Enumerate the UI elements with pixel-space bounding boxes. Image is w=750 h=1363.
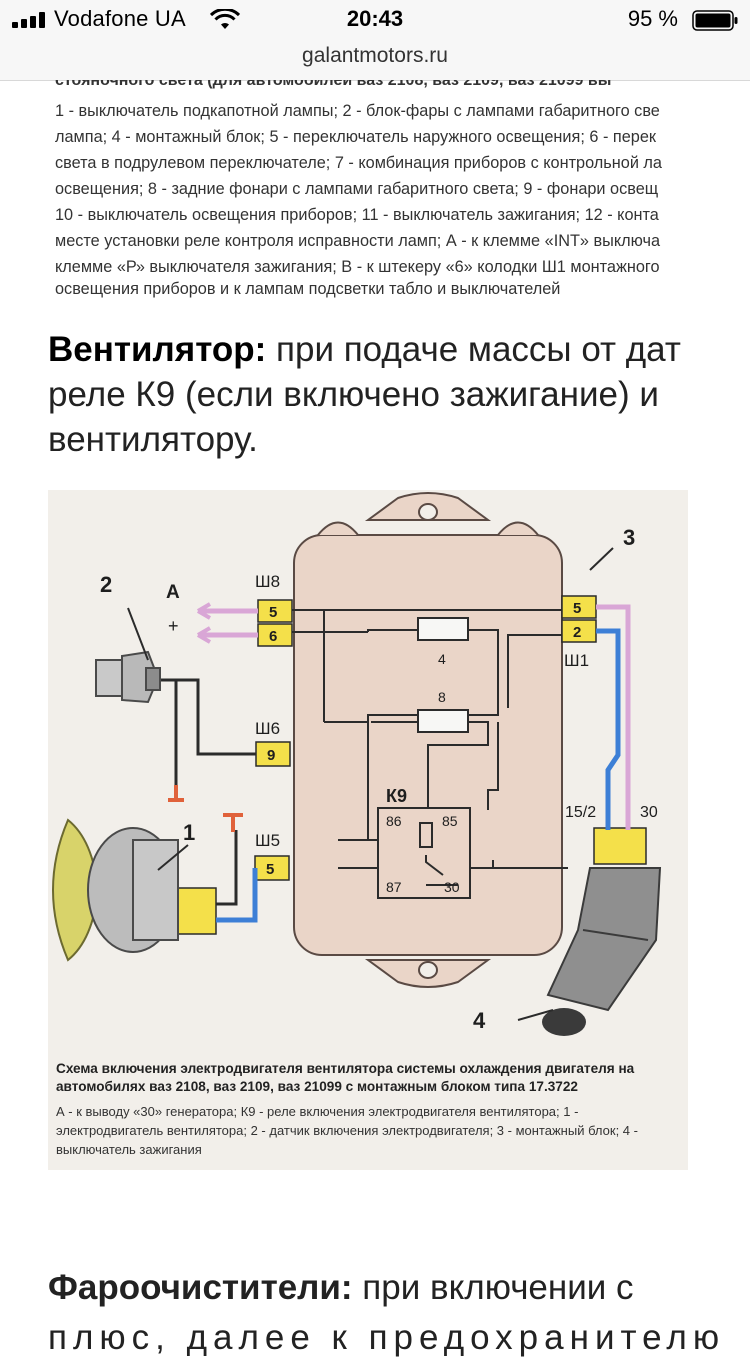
label-sh8-pin6: 6 xyxy=(269,628,277,645)
label-term-15-2: 15/2 xyxy=(565,804,596,821)
label-a: A xyxy=(166,582,180,603)
headlamp-cleaner-paragraph: Фароочистители: при включении с плюс, да… xyxy=(48,1263,750,1363)
label-sh8-pin5: 5 xyxy=(269,604,277,621)
label-sh1-pin2: 2 xyxy=(573,624,581,641)
label-term-30: 30 xyxy=(640,804,658,821)
carrier-name: Vodafone UA xyxy=(54,6,186,31)
headlamp-text-line: плюс, далее к предохранителю xyxy=(48,1318,726,1357)
address-bar[interactable]: galantmotors.ru xyxy=(0,40,750,81)
label-sh6-pin9: 9 xyxy=(267,747,275,764)
caption-line: освещения; 8 - задние фонари с лампами г… xyxy=(55,180,659,198)
mounting-block xyxy=(293,492,563,988)
external-wires xyxy=(158,604,631,923)
headlamp-text-line: при включении с xyxy=(352,1268,634,1307)
arrow-icon xyxy=(196,626,212,644)
label-plus: + xyxy=(168,616,179,636)
battery-percent: 95 % xyxy=(627,6,678,31)
caption-line: освещения приборов и к лампам подсветки … xyxy=(55,280,561,298)
label-sh1: Ш1 xyxy=(564,651,589,670)
label-sh1-pin5: 5 xyxy=(573,600,581,617)
fan-paragraph: Вентилятор: при подаче массы от дат реле… xyxy=(48,327,750,462)
connector-sh6-9 xyxy=(255,741,291,767)
label-block-number: 3 xyxy=(623,525,635,550)
caption-line: лампа; 4 - монтажный блок; 5 - переключа… xyxy=(55,128,656,146)
status-bar: Vodafone UA 20:43 95 % xyxy=(0,0,750,40)
fuse-4 xyxy=(417,617,469,641)
fan-text-line: реле К9 (если включено зажигание) и xyxy=(48,375,659,414)
temperature-sensor xyxy=(95,650,161,704)
label-relay-86: 86 xyxy=(386,813,402,829)
label-relay-30: 30 xyxy=(444,879,460,895)
connectors xyxy=(177,595,647,935)
label-sh8: Ш8 xyxy=(255,572,280,591)
caption-line: клемме «Р» выключателя зажигания; В - к … xyxy=(55,258,660,276)
label-switch-number: 4 xyxy=(473,1008,486,1033)
fan-motor xyxy=(52,818,179,962)
caption-line: света в подрулевом переключателе; 7 - ко… xyxy=(55,154,662,172)
caption-line: 10 - выключатель освещения приборов; 11 … xyxy=(55,206,659,224)
label-sh6: Ш6 xyxy=(255,719,280,738)
caption-line: месте установки реле контроля исправност… xyxy=(55,232,661,250)
fan-wiring-diagram: 3 2 1 4 A + Ш8 5 6 Ш6 9 Ш5 5 Ш1 5 2 4 8 … xyxy=(48,490,688,1170)
diagram-caption-text: А - к выводу «30» генератора; К9 - реле … xyxy=(56,1104,638,1157)
battery-icon xyxy=(692,10,738,31)
ground-symbol xyxy=(223,813,243,832)
diagram-caption: Схема включения электродвигателя вентиля… xyxy=(56,1060,681,1159)
label-fuse4: 4 xyxy=(438,651,446,667)
diagram-drawing: 3 2 1 4 A + Ш8 5 6 Ш6 9 Ш5 5 Ш1 5 2 4 8 … xyxy=(52,492,662,1036)
ignition-switch xyxy=(542,867,662,1036)
fan-text-line: вентилятору. xyxy=(48,420,258,459)
caption-line: 1 - выключатель подкапотной лампы; 2 - б… xyxy=(55,102,660,120)
ground-symbol xyxy=(168,785,184,802)
label-sh5: Ш5 xyxy=(255,831,280,850)
label-sh5-pin5: 5 xyxy=(266,861,274,878)
label-fuse8: 8 xyxy=(438,689,446,705)
label-relay-85: 85 xyxy=(442,813,458,829)
connector-motor xyxy=(177,887,217,935)
signal-strength-icon xyxy=(12,12,46,28)
arrow-icon xyxy=(196,602,212,620)
connector-ignition xyxy=(593,827,647,865)
fan-text-line: при подаче массы от дат xyxy=(266,330,681,369)
internal-wiring xyxy=(283,609,568,869)
wifi-icon xyxy=(210,9,240,29)
fan-heading: Вентилятор: xyxy=(48,330,267,369)
fuse-8 xyxy=(417,709,469,733)
label-relay: К9 xyxy=(386,786,407,806)
page-url[interactable]: galantmotors.ru xyxy=(302,44,448,67)
previous-figure-title: стояночного света (для автомобилей ваз 2… xyxy=(55,80,612,89)
label-motor-number: 1 xyxy=(183,820,195,845)
label-relay-87: 87 xyxy=(386,879,402,895)
label-sensor-number: 2 xyxy=(100,572,112,597)
headlamp-heading: Фароочистители: xyxy=(48,1268,353,1307)
diagram-caption-title: Схема включения электродвигателя вентиля… xyxy=(56,1061,635,1094)
clock: 20:43 xyxy=(346,6,404,31)
previous-figure-caption: стояночного света (для автомобилей ваз 2… xyxy=(55,80,750,300)
